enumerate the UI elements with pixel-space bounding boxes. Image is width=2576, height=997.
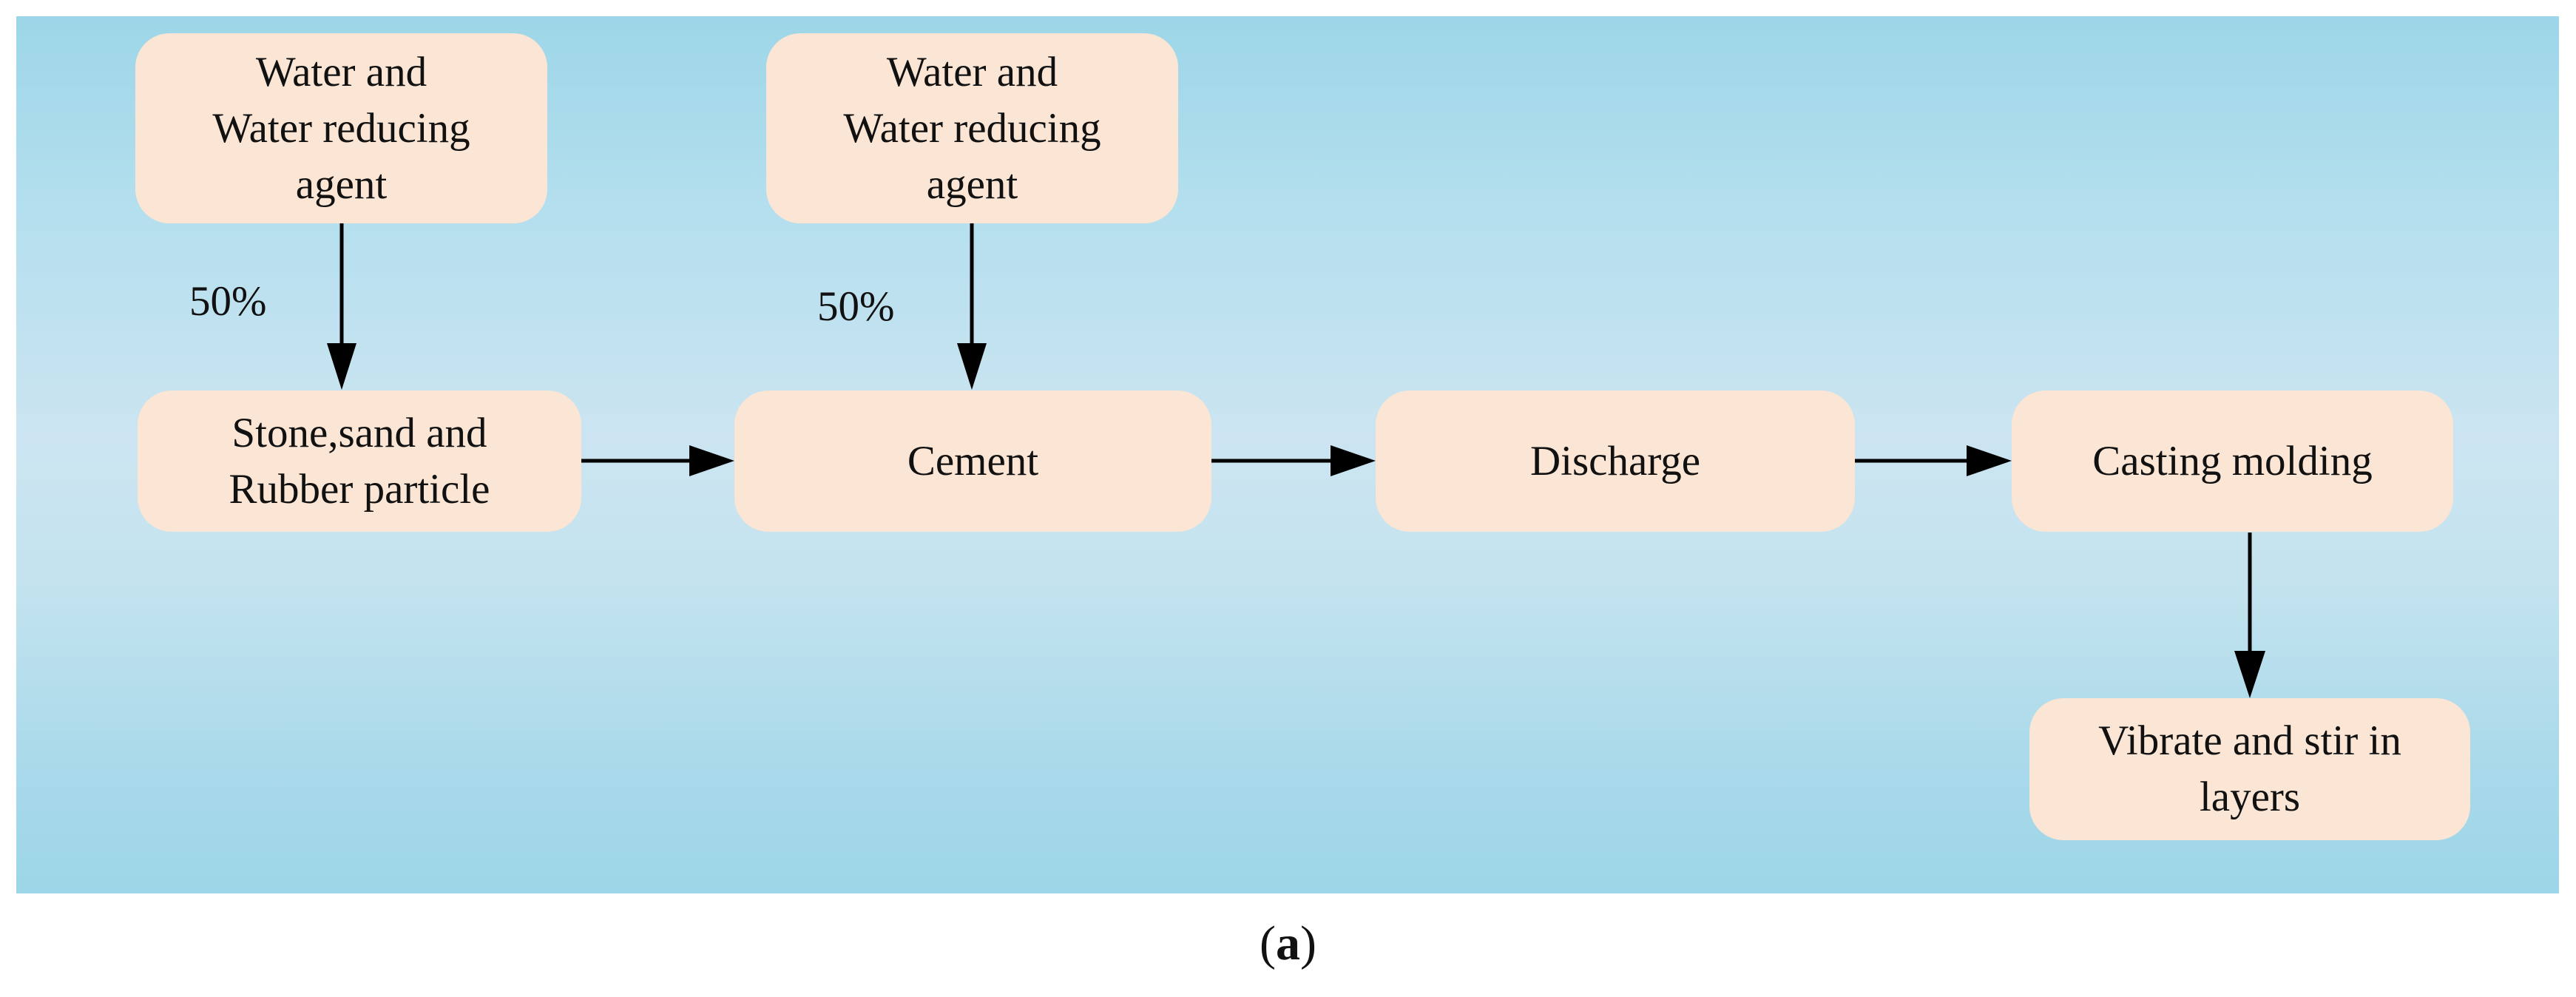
node-stone-sand-rubber: Stone,sand and Rubber particle bbox=[138, 391, 581, 532]
node-cement: Cement bbox=[734, 391, 1211, 532]
node-vibrate-stir-label: Vibrate and stir in layers bbox=[2098, 717, 2401, 820]
figure-caption: (a) bbox=[0, 914, 2576, 973]
node-vibrate-stir: Vibrate and stir in layers bbox=[2029, 698, 2470, 840]
node-water-reducer-2: Water and Water reducing agent bbox=[766, 33, 1178, 223]
node-stone-sand-rubber-label: Stone,sand and Rubber particle bbox=[229, 409, 490, 513]
arrowhead-stone-to-cement bbox=[689, 445, 734, 476]
arrowhead-water1-to-stone bbox=[327, 343, 356, 390]
caption-close: ) bbox=[1300, 916, 1316, 970]
node-water-reducer-1-label: Water and Water reducing agent bbox=[212, 48, 470, 208]
node-discharge-label: Discharge bbox=[1529, 437, 1701, 484]
node-cement-label: Cement bbox=[907, 437, 1039, 484]
node-casting-molding-label: Casting molding bbox=[2092, 437, 2373, 484]
percent-label-2: 50% bbox=[817, 283, 895, 330]
node-water-reducer-1: Water and Water reducing agent bbox=[135, 33, 547, 223]
arrowhead-water2-to-cement bbox=[957, 343, 987, 390]
caption-letter: a bbox=[1276, 916, 1300, 970]
arrowhead-casting-to-vibrate bbox=[2234, 651, 2265, 698]
arrowhead-cement-to-discharge bbox=[1331, 445, 1376, 476]
node-water-reducer-2-label: Water and Water reducing agent bbox=[843, 48, 1101, 208]
caption-open: ( bbox=[1260, 916, 1276, 970]
percent-label-1: 50% bbox=[189, 278, 267, 325]
arrowhead-discharge-to-casting bbox=[1967, 445, 2012, 476]
node-discharge: Discharge bbox=[1376, 391, 1855, 532]
node-casting-molding: Casting molding bbox=[2012, 391, 2453, 532]
